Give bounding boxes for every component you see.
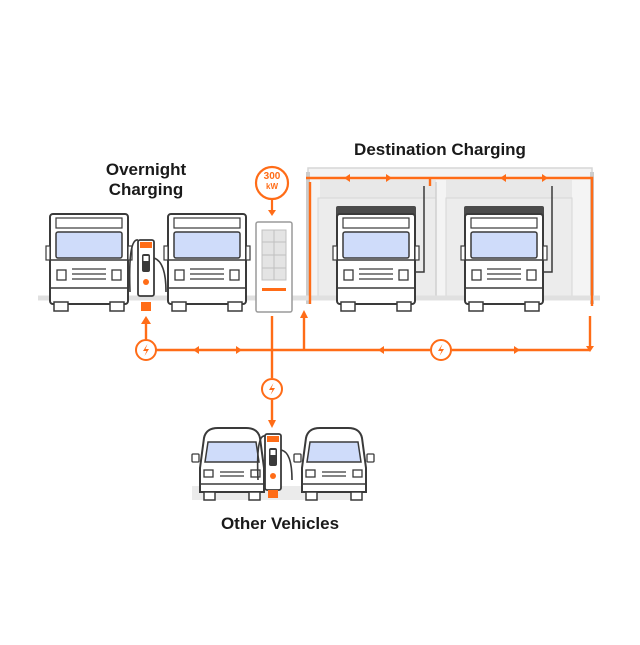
van-icon [293, 427, 375, 501]
overnight-label-line1: Overnight [105, 160, 187, 179]
power-network [144, 176, 594, 424]
power-value: 300 [263, 171, 281, 182]
overnight-charging-label: Overnight Charging [86, 160, 206, 200]
truck-icon [460, 213, 548, 312]
lightning-icon [430, 339, 452, 361]
overnight-label-line2: Charging [108, 180, 184, 199]
destination-charging-label: Destination Charging [354, 140, 526, 159]
power-cabinet [255, 221, 293, 313]
other-vehicles-label: Other Vehicles [220, 514, 340, 533]
truck-icon [163, 213, 251, 312]
charger-icon [128, 239, 167, 311]
charger-icon [256, 433, 293, 498]
power-unit: kW [266, 182, 278, 191]
lightning-icon [261, 378, 283, 400]
arrow-icon [141, 174, 594, 428]
truck-icon [45, 213, 133, 312]
power-rating-label: 300 kW [258, 171, 286, 192]
truck-icon [332, 213, 420, 312]
lightning-icon [135, 339, 157, 361]
